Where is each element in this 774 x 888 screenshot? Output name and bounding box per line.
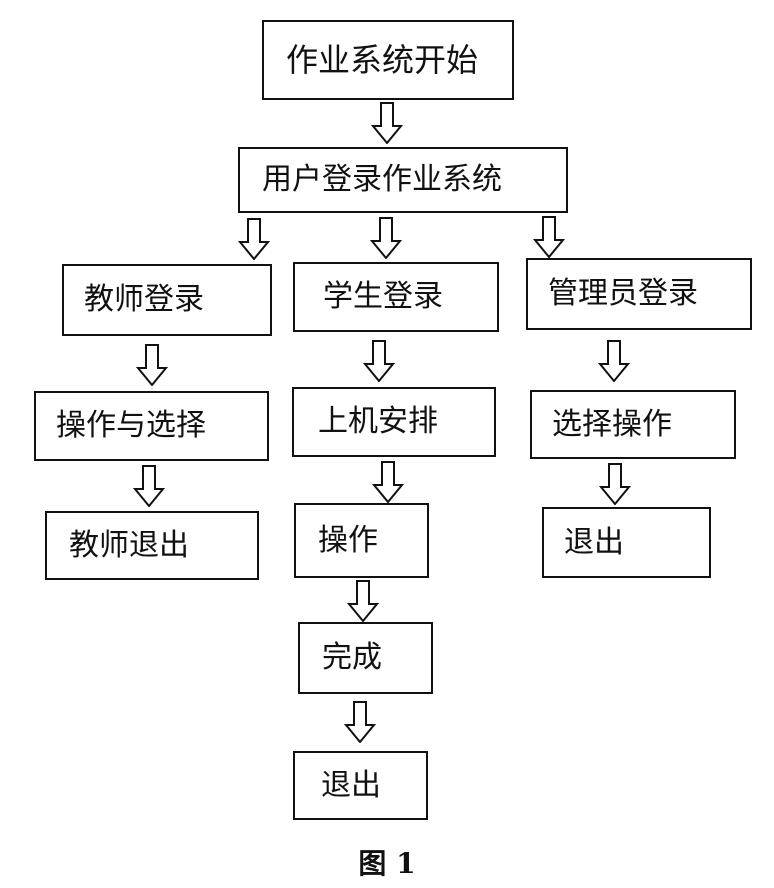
node-label: 选择操作	[552, 406, 672, 442]
node-teacher-exit: 教师退出	[45, 511, 259, 580]
down-arrow-icon	[136, 344, 168, 386]
down-arrow-icon	[599, 463, 631, 505]
node-admin-login: 管理员登录	[526, 258, 752, 330]
node-label: 上机安排	[318, 404, 438, 439]
node-label: 管理员登录	[548, 276, 698, 311]
down-arrow-icon	[533, 216, 565, 258]
node-label: 教师登录	[84, 282, 204, 317]
node-label: 学生登录	[323, 279, 443, 314]
down-arrow-icon	[370, 217, 402, 259]
down-arrow-icon	[372, 461, 404, 503]
down-arrow-icon	[347, 580, 379, 622]
node-admin-exit: 退出	[542, 507, 711, 578]
node-label: 操作	[318, 522, 378, 558]
node-label: 教师退出	[69, 527, 189, 563]
node-label: 作业系统开始	[286, 41, 479, 79]
down-arrow-icon	[344, 701, 376, 743]
node-label: 退出	[564, 524, 624, 560]
node-teacher-ops: 操作与选择	[34, 391, 269, 461]
down-arrow-icon	[363, 340, 395, 382]
node-student-login: 学生登录	[293, 262, 499, 332]
node-label: 完成	[322, 640, 382, 675]
node-label: 用户登录作业系统	[262, 162, 502, 197]
node-admin-ops: 选择操作	[530, 390, 736, 459]
node-start: 作业系统开始	[262, 20, 514, 100]
node-teacher-login: 教师登录	[62, 264, 272, 336]
node-student-schedule: 上机安排	[292, 387, 496, 457]
figure-caption: 图 1	[358, 847, 416, 880]
down-arrow-icon	[598, 340, 630, 382]
down-arrow-icon	[238, 218, 270, 260]
node-student-done: 完成	[298, 622, 433, 694]
node-student-operate: 操作	[294, 503, 429, 578]
down-arrow-icon	[133, 465, 165, 507]
node-label: 操作与选择	[56, 408, 206, 443]
node-label: 退出	[321, 767, 381, 803]
node-login: 用户登录作业系统	[238, 147, 568, 213]
node-student-exit: 退出	[293, 751, 428, 820]
down-arrow-icon	[371, 102, 403, 144]
